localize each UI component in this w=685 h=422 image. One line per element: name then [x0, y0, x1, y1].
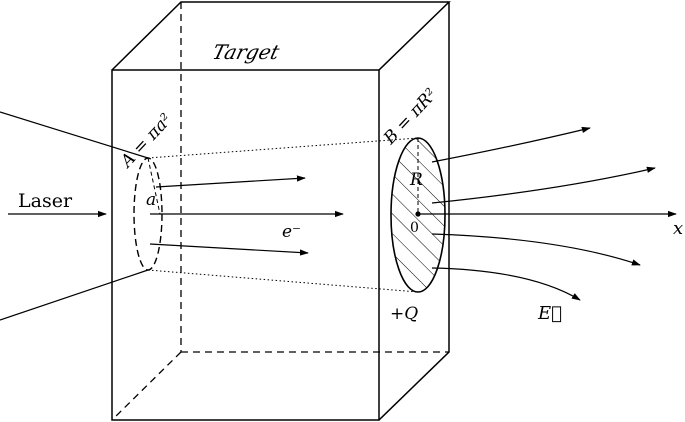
electron-arrow-lower [149, 243, 309, 256]
field-label: E⃗ [537, 303, 562, 324]
radius-a-label: a [146, 190, 156, 210]
laser-label: Laser [18, 190, 73, 212]
electron-arrow-upper [155, 175, 306, 188]
target-label: Target [210, 40, 283, 64]
laser-beam-lower [0, 269, 149, 321]
area-a-label: A = πa² [116, 110, 177, 173]
origin-label: 0 [410, 220, 419, 236]
field-line-1 [431, 126, 591, 163]
radius-r-label: R [409, 170, 423, 190]
field-lines [431, 126, 656, 301]
laser-beam-upper [0, 111, 149, 159]
field-line-3 [431, 233, 641, 266]
electron-label: e⁻ [282, 222, 301, 242]
target-right-face [378, 2, 450, 421]
target-box [111, 1, 451, 421]
field-line-4 [431, 267, 581, 301]
expansion-cone [147, 137, 419, 293]
target-top-face [111, 1, 451, 71]
area-b-label: B = πR² [379, 85, 441, 149]
laser-beams [0, 111, 149, 321]
electron-arrows [149, 175, 344, 256]
field-line-2 [431, 166, 656, 204]
x-axis-label: x [673, 218, 683, 239]
target-front-face [111, 69, 380, 421]
radius-a-line [147, 157, 161, 215]
charge-label: +Q [390, 304, 418, 324]
target-box-hidden-edges [111, 2, 449, 421]
